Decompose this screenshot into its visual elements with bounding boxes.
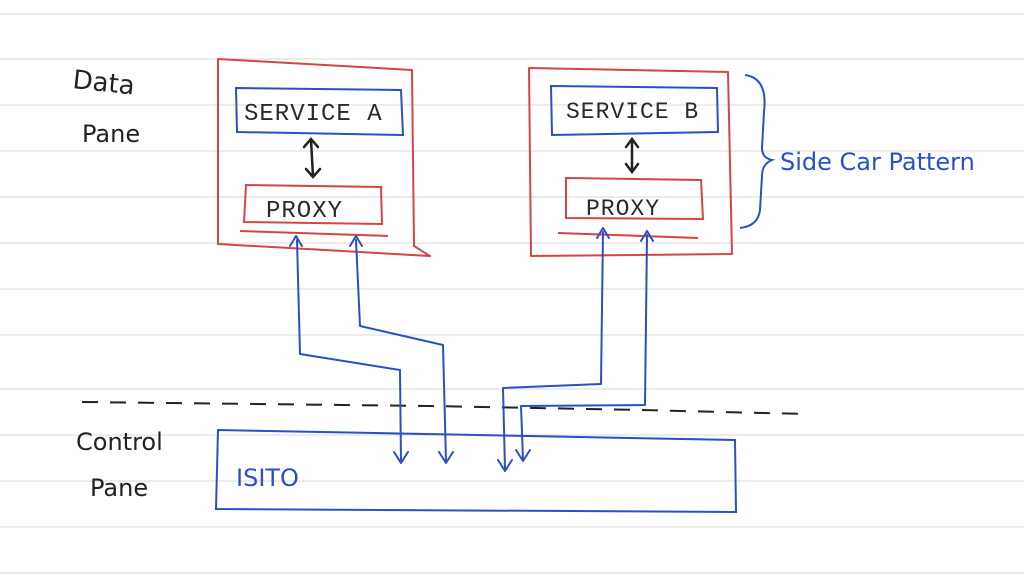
proxy-b-underline	[557, 232, 699, 239]
proxy-b-link-1	[502, 231, 604, 471]
data-plane-label-line1: Data	[71, 65, 136, 101]
ruled-lines	[0, 13, 1024, 574]
pod-b-outline	[528, 67, 733, 257]
service-b-box	[549, 84, 720, 137]
service-a-box	[234, 86, 405, 137]
proxy-b-box	[565, 176, 705, 221]
service-a-proxy-arrow	[302, 137, 322, 179]
proxy-a-link-2	[355, 239, 447, 463]
data-plane-label-line2: Pane	[82, 120, 140, 148]
proxy-a-box	[242, 183, 384, 226]
sidecar-brace	[739, 74, 776, 229]
control-plane-label-line2: Pane	[90, 474, 148, 502]
plane-separator	[81, 401, 807, 415]
proxy-a-label: PROXY	[266, 198, 343, 225]
control-plane-label-line1: Control	[76, 428, 163, 456]
sidecar-label: Side Car Pattern	[780, 148, 975, 176]
proxy-control-links	[289, 227, 654, 472]
service-a-label: SERVICE A	[244, 101, 383, 128]
istio-box	[214, 428, 738, 514]
service-b-proxy-arrow	[624, 136, 640, 175]
proxy-b-label: PROXY	[586, 196, 660, 222]
proxy-a-link-1	[296, 239, 402, 463]
proxy-b-link-2	[520, 234, 648, 461]
proxy-a-underline	[239, 230, 389, 237]
istio-label: ISITO	[236, 464, 299, 492]
pod-a-outline	[217, 58, 431, 257]
service-b-label: SERVICE B	[566, 99, 699, 125]
